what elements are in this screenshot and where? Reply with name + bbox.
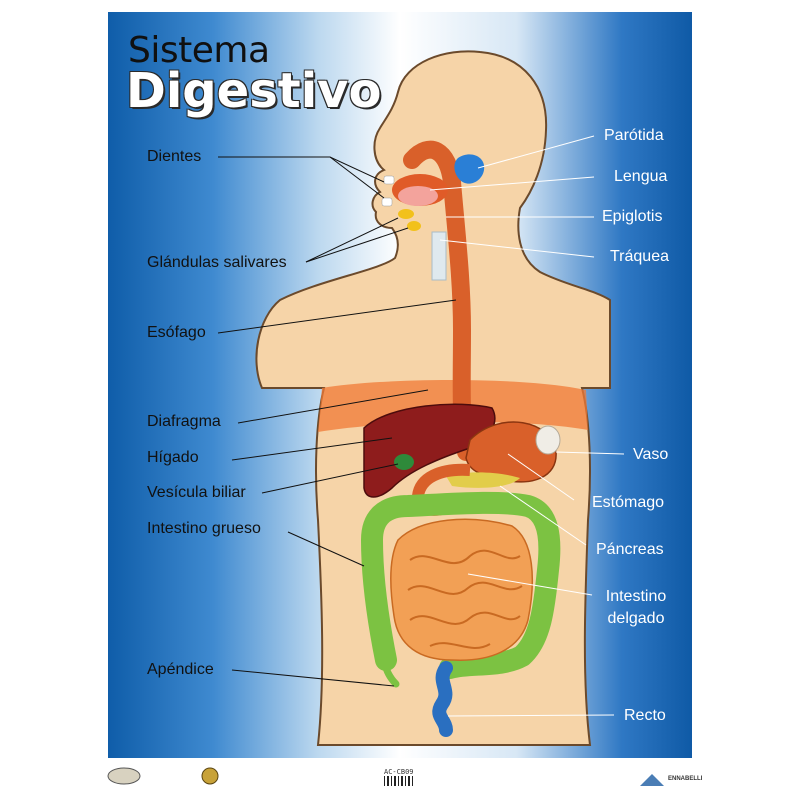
brand-logo-text: ENNABELLI — [668, 776, 703, 782]
spleen-vessel — [535, 425, 561, 455]
leader-lines — [217, 156, 457, 687]
label-estomago: Estómago — [592, 494, 665, 511]
product-code: AC-CB09 — [384, 768, 414, 776]
label-vaso: Vaso — [633, 446, 669, 463]
leader-lines-right — [429, 135, 625, 717]
label-traquea: Tráquea — [610, 248, 669, 265]
label-epiglotis: Epiglotis — [602, 208, 663, 225]
footer-strip — [0, 760, 800, 800]
label-glandulas-salivares: Glándulas salivares — [147, 254, 287, 271]
publisher-logo — [107, 767, 141, 785]
label-parotida: Parótida — [604, 127, 664, 144]
label-diafragma: Diafragma — [147, 413, 221, 430]
large-intestine — [360, 491, 561, 679]
label-recto: Recto — [624, 707, 666, 724]
rectum — [432, 661, 453, 737]
esophagus — [403, 140, 475, 461]
label-intestino-delgado-line1: Intestino — [605, 588, 667, 605]
lower-tooth — [381, 197, 393, 207]
barcode-icon — [384, 776, 413, 786]
salivary-gland-1 — [398, 209, 414, 219]
tongue — [398, 186, 438, 206]
label-lengua: Lengua — [614, 168, 668, 185]
gallbladder — [394, 454, 414, 470]
pancreas — [446, 472, 520, 488]
mountain-logo — [640, 774, 664, 786]
salivary-gland-2 — [407, 221, 421, 231]
upper-tooth — [383, 175, 395, 185]
footer-graphics — [107, 767, 664, 786]
label-intestino-delgado-line2: delgado — [607, 610, 665, 627]
seal-icon — [201, 767, 219, 785]
appendix — [380, 656, 400, 688]
label-intestino-grueso: Intestino grueso — [147, 520, 261, 537]
parotid-gland — [454, 154, 485, 184]
label-esofago: Esófago — [147, 324, 206, 341]
label-vesicula-biliar: Vesícula biliar — [147, 484, 246, 501]
label-intestino-delgado: Intestino delgado — [598, 586, 674, 630]
trachea — [431, 231, 447, 281]
title-line-2: Digestivo — [126, 63, 382, 119]
label-apendice: Apéndice — [147, 661, 214, 678]
title-line-1: Sistema — [128, 30, 270, 71]
label-pancreas: Páncreas — [596, 541, 664, 558]
label-higado: Hígado — [147, 449, 199, 466]
label-dientes: Dientes — [147, 148, 202, 165]
small-intestine-coils — [407, 549, 523, 649]
